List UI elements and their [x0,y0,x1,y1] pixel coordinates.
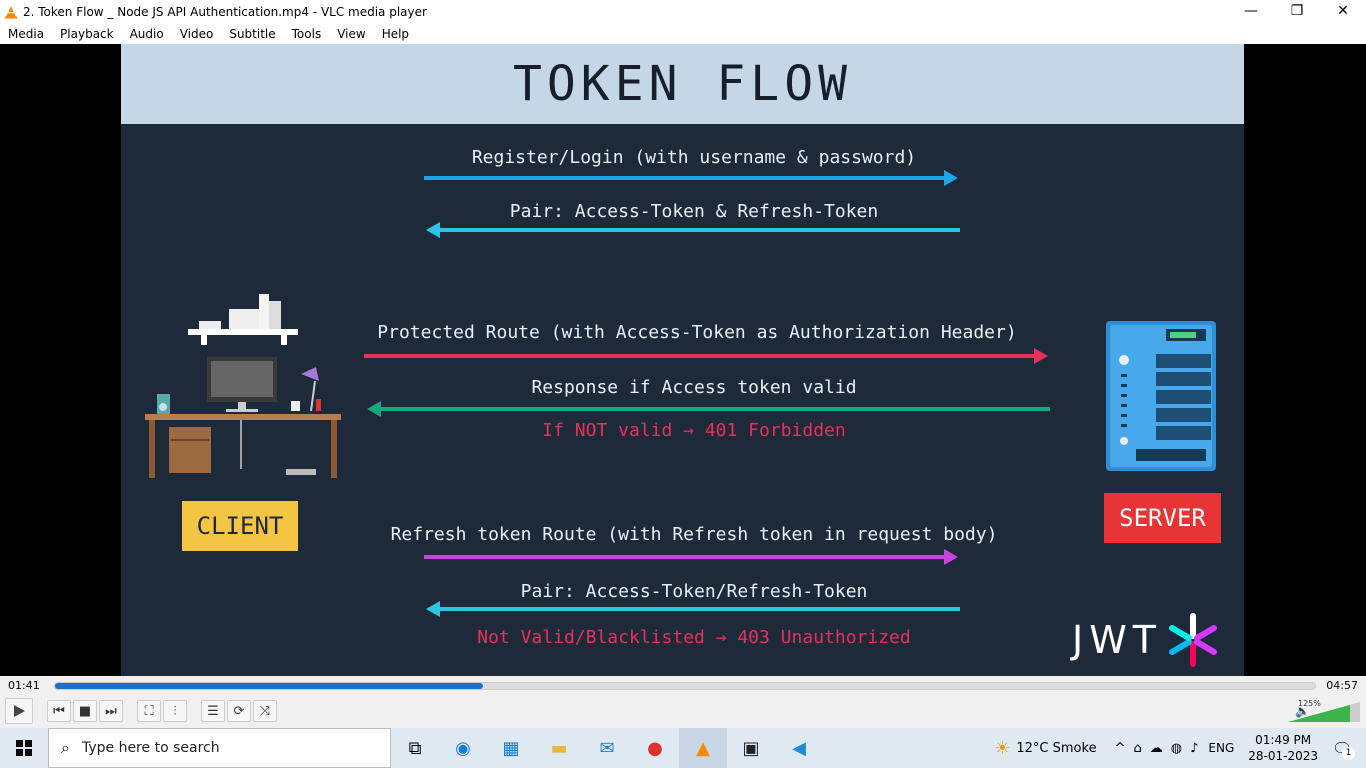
playlist-icon: ☰ [207,703,219,719]
speaker-icon[interactable]: ♪ [1190,740,1199,756]
volume-level-icon [1288,702,1360,722]
register-arrow [424,170,958,186]
previous-button[interactable]: ⏮ [47,700,71,722]
vlc-taskbar-icon[interactable]: ▲ [679,728,727,768]
clock[interactable]: 01:49 PM 28-01-2023 [1248,732,1318,764]
unauthorized-label: Not Valid/Blacklisted → 403 Unauthorized [477,627,911,648]
menu-view[interactable]: View [337,26,366,41]
vscode-icon[interactable]: ◀ [792,737,806,759]
minimize-button[interactable]: — [1244,3,1258,19]
clock-date: 28-01-2023 [1248,749,1318,763]
previous-icon: ⏮ [53,703,65,719]
player-controls: 01:41 04:57 ⏮ ■ ⏭ ⛶ ⫶ ☰ ⟳ ⤨ 🔈 125% [0,676,1366,728]
search-icon: ⌕ [61,738,70,757]
protected-arrow [364,348,1048,364]
menu-help[interactable]: Help [381,26,410,41]
next-button[interactable]: ⏭ [99,700,123,722]
cloud-icon[interactable]: ☁ [1149,740,1163,756]
forbidden-label: If NOT valid → 401 Forbidden [542,420,846,441]
pair2-label: Pair: Access-Token/Refresh-Token [520,581,868,602]
stop-button[interactable]: ■ [73,700,97,722]
play-icon [14,705,25,717]
total-time: 04:57 [1326,679,1358,692]
shuffle-icon: ⤨ [259,703,271,719]
server-illustration [1106,321,1216,471]
volume-icon[interactable]: 🔈 [1295,704,1310,718]
search-placeholder: Type here to search [81,740,220,756]
edge-icon[interactable]: ◉ [455,737,471,759]
windows-logo-icon [16,740,32,756]
weather-text[interactable]: 12°C Smoke [1016,740,1097,756]
seek-bar[interactable] [54,682,1316,690]
pair1-arrow [426,222,960,238]
server-badge: SERVER [1104,493,1221,543]
language-indicator[interactable]: ENG [1208,741,1235,755]
fullscreen-icon: ⛶ [144,703,154,719]
taskbar: ⌕ Type here to search ⧉ ◉ ▦ ▬ ✉ ● ▲ ▣ ◀ … [0,728,1366,768]
slide-title: TOKEN FLOW [513,56,852,112]
loop-button[interactable]: ⟳ [227,700,251,722]
slide: TOKEN FLOW Register/Login (with username… [121,44,1244,676]
client-badge: CLIENT [182,501,298,551]
menu-playback[interactable]: Playback [60,26,114,41]
menu-audio[interactable]: Audio [129,26,164,41]
restore-button[interactable]: ❐ [1290,3,1304,19]
equalizer-icon: ⫶ [173,703,177,719]
menu-subtitle[interactable]: Subtitle [229,26,276,41]
mail-icon[interactable]: ✉ [599,737,615,759]
menu-media[interactable]: Media [8,26,45,41]
refresh-label: Refresh token Route (with Refresh token … [390,524,998,545]
chevron-up-icon[interactable]: ^ [1114,740,1126,756]
refresh-arrow [424,549,958,565]
close-button[interactable]: ✕ [1337,3,1349,19]
playlist-button[interactable]: ☰ [201,700,225,722]
register-label: Register/Login (with username & password… [471,147,917,168]
notification-count: 1 [1342,746,1355,760]
chrome-icon[interactable]: ● [647,737,663,759]
elapsed-time: 01:41 [8,679,40,692]
seek-progress [55,683,484,689]
jwt-star-icon [1169,613,1217,667]
jwt-logo-text: JWT [1072,618,1162,662]
clock-time: 01:49 PM [1255,733,1312,747]
task-view-icon[interactable]: ⧉ [408,737,422,759]
taskbar-search[interactable]: ⌕ Type here to search [48,728,391,768]
response-label: Response if Access token valid [531,377,857,398]
weather-icon: ☀ [994,737,1011,759]
vlc-cone-icon [5,5,17,18]
window-title: 2. Token Flow _ Node JS API Authenticati… [23,4,427,19]
volume-slider[interactable]: 125% [1288,699,1360,722]
terminal-icon[interactable]: ▣ [742,737,760,759]
network-icon[interactable]: ⌂ [1133,740,1142,756]
system-tray: ☀ 12°C Smoke ^ ⌂ ☁ ◍ ♪ ENG 01:49 PM 28-0… [994,728,1366,768]
loop-icon: ⟳ [233,703,245,719]
video-area[interactable]: TOKEN FLOW Register/Login (with username… [0,44,1366,676]
file-explorer-icon[interactable]: ▬ [550,737,568,759]
extended-settings-button[interactable]: ⫶ [163,700,187,722]
store-icon[interactable]: ▦ [502,737,520,759]
fullscreen-button[interactable]: ⛶ [137,700,161,722]
next-icon: ⏭ [105,703,117,719]
response-arrow [367,401,1050,417]
start-button[interactable] [0,728,48,768]
pair1-label: Pair: Access-Token & Refresh-Token [509,201,879,222]
globe-icon[interactable]: ◍ [1170,740,1183,756]
menu-tools[interactable]: Tools [291,26,322,41]
protected-label: Protected Route (with Access-Token as Au… [377,322,1017,343]
client-desk-illustration [145,294,341,478]
shuffle-button[interactable]: ⤨ [253,700,277,722]
notification-button[interactable]: 🗨 1 [1332,739,1366,760]
stop-icon: ■ [78,703,92,719]
slide-header: TOKEN FLOW [121,44,1244,124]
title-bar: 2. Token Flow _ Node JS API Authenticati… [0,0,1366,23]
jwt-logo: JWT [1072,613,1220,667]
menu-bar: Media Playback Audio Video Subtitle Tool… [0,23,1366,44]
pair2-arrow [426,601,960,617]
play-button[interactable] [5,698,33,724]
menu-video[interactable]: Video [179,26,214,41]
volume-level: 125% [1298,699,1321,708]
